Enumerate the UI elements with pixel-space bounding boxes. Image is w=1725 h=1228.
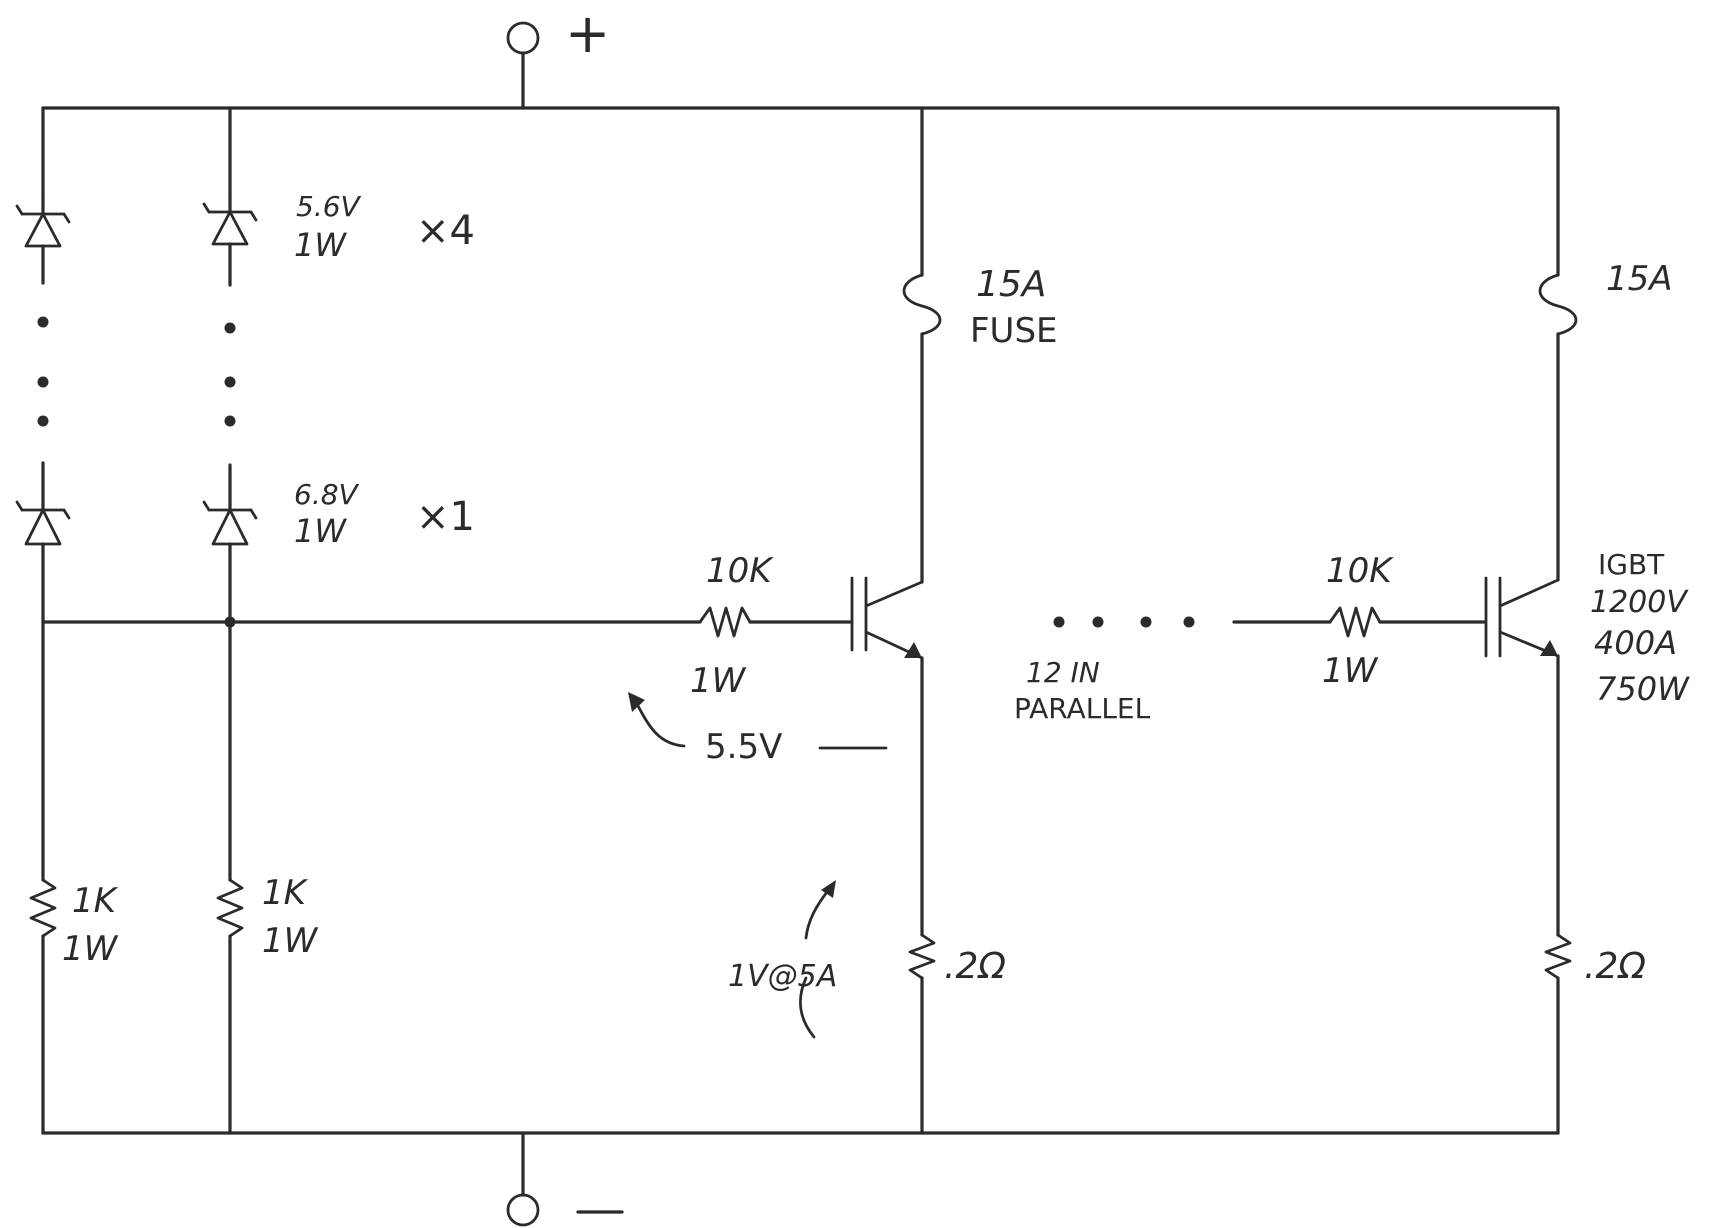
- sense-resistor-far: .2Ω: [1584, 946, 1646, 987]
- zener-top-label: 5.6V 1W ×4: [294, 190, 475, 264]
- sense-resistor-main: .2Ω: [944, 946, 1006, 987]
- zener-bottom-count: ×1: [416, 494, 475, 540]
- resistor-icon: [908, 933, 936, 980]
- gate-resistor-far-value: 10K: [1326, 551, 1394, 591]
- igbt-spec-line4: 750W: [1596, 670, 1690, 708]
- gate-resistor-far: 10K 1W: [1232, 551, 1486, 691]
- gate-voltage-annotation: 5.5V: [628, 692, 888, 767]
- gate-voltage-note: 5.5V: [705, 727, 782, 767]
- igbt-spec-line2: 1200V: [1590, 585, 1689, 620]
- fuse-icon: [902, 273, 942, 336]
- igbt-spec-line3: 400A: [1594, 624, 1677, 662]
- resistor-icon: [1328, 606, 1382, 638]
- zener-diode-icon: [202, 500, 258, 546]
- zener-string-left: 1K 1W: [15, 106, 119, 1135]
- pulldown-right-power: 1W: [262, 921, 319, 961]
- far-branch: 15A .2Ω: [1538, 106, 1673, 1135]
- pulldown-right-value: 1K: [262, 873, 309, 913]
- zener-bottom-power: 1W: [294, 512, 347, 550]
- sense-annotation: 1V@5A: [728, 880, 837, 1039]
- junction-dot: [224, 616, 236, 628]
- gate-resistor-far-power: 1W: [1322, 651, 1379, 691]
- igbt-spec-line1: IGBT: [1598, 548, 1665, 581]
- zener-bottom-voltage: 6.8V: [294, 478, 360, 511]
- main-branch: 15A FUSE .2Ω: [902, 106, 1058, 1135]
- pulldown-left-value: 1K: [72, 881, 119, 921]
- parallel-note-line2: PARALLEL: [1014, 692, 1151, 725]
- gate-resistor-main-power: 1W: [690, 661, 747, 701]
- resistor-icon: [1544, 933, 1572, 980]
- fuse-far-rating: 15A: [1606, 259, 1673, 299]
- gate-resistor-main-value: 10K: [706, 551, 774, 591]
- negative-terminal: [506, 1131, 624, 1227]
- fuse-icon: [1538, 273, 1578, 336]
- zener-top-power: 1W: [294, 226, 347, 264]
- positive-terminal: +: [506, 2, 610, 110]
- zener-string-right: 1K 1W: [202, 106, 319, 1135]
- gate-resistor-main: 10K 1W: [690, 551, 852, 701]
- igbt-far: [1484, 576, 1560, 658]
- sense-note: 1V@5A: [728, 959, 837, 994]
- igbt-spec-label: IGBT 1200V 400A 750W: [1590, 548, 1690, 708]
- fuse-main-name: FUSE: [970, 311, 1058, 351]
- igbt-main: [850, 576, 924, 660]
- resistor-icon: [29, 878, 57, 938]
- zener-top-count: ×4: [416, 208, 475, 254]
- resistor-icon: [698, 606, 752, 638]
- parallel-ellipsis: 12 IN PARALLEL: [1014, 616, 1195, 725]
- zener-top-voltage: 5.6V: [296, 190, 362, 223]
- parallel-note-line1: 12 IN: [1026, 656, 1100, 689]
- zener-bottom-label: 6.8V 1W ×1: [294, 478, 475, 550]
- pulldown-left-power: 1W: [62, 929, 119, 969]
- fuse-main-rating: 15A: [976, 264, 1046, 305]
- positive-label: +: [565, 2, 610, 65]
- resistor-icon: [216, 878, 244, 938]
